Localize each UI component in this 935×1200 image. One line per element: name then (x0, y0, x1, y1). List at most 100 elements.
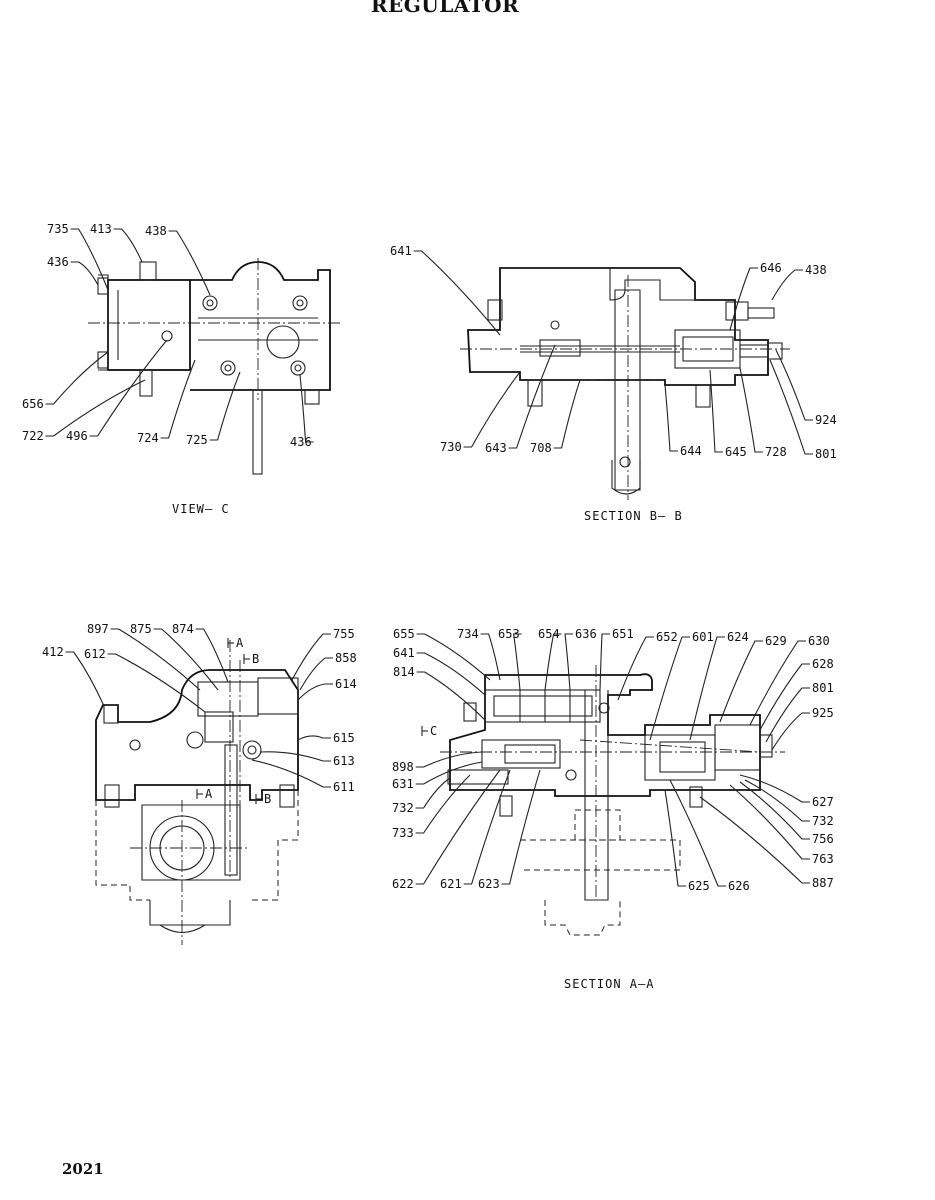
section-mark: B (243, 652, 259, 666)
leader-line (553, 379, 581, 449)
leader-line (739, 781, 810, 840)
leader-line (413, 250, 501, 336)
part-label: 732 (392, 801, 414, 815)
leader-line (299, 374, 314, 443)
page-title: REGULATOR (370, 0, 520, 17)
part-label: 615 (333, 731, 355, 745)
view-caption: VIEW— C (172, 502, 230, 516)
part-label: 898 (392, 760, 414, 774)
part-label: 652 (656, 630, 678, 644)
part-label: 924 (815, 413, 837, 427)
leader-line (110, 628, 201, 691)
leader-line (709, 369, 723, 453)
part-label: 732 (812, 814, 834, 828)
leader-line (297, 683, 333, 701)
part-label: 887 (812, 876, 834, 890)
part-label: 413 (90, 222, 112, 236)
leader-line (113, 228, 143, 263)
part-label: 645 (725, 445, 747, 459)
leader-line (415, 777, 451, 809)
part-label: 656 (22, 397, 44, 411)
part-label: 601 (692, 630, 714, 644)
part-label: 611 (333, 780, 355, 794)
part-label: 496 (66, 429, 88, 443)
leader-line (617, 636, 654, 701)
part-label: 733 (392, 826, 414, 840)
part-label: 654 (538, 627, 560, 641)
part-label: 626 (728, 879, 750, 893)
leader-line (463, 769, 511, 885)
leader-line (564, 633, 573, 691)
leader-line (771, 712, 810, 751)
part-label: 801 (815, 447, 837, 461)
part-label: 644 (680, 444, 702, 458)
part-label: 725 (186, 433, 208, 447)
leader-line (739, 367, 763, 453)
part-label: 651 (612, 627, 634, 641)
leader-line (649, 636, 690, 741)
part-label: 438 (805, 263, 827, 277)
section-mark-label: A (236, 636, 244, 650)
leader-line (65, 651, 105, 707)
section-mark: A (196, 787, 213, 801)
leader-line (749, 640, 806, 726)
part-label: 801 (812, 681, 834, 695)
part-label: 627 (812, 795, 834, 809)
leader-line (501, 769, 541, 885)
leader-line (297, 735, 331, 741)
section-a-a-drawing (440, 665, 785, 936)
part-label: 612 (84, 647, 106, 661)
leader-line (45, 379, 146, 437)
part-label: 628 (812, 657, 834, 671)
part-label: 646 (760, 261, 782, 275)
leader-line (259, 751, 331, 762)
leader-line (765, 687, 810, 743)
part-label: 897 (87, 622, 109, 636)
part-label: 875 (130, 622, 152, 636)
leader-line (160, 359, 196, 439)
part-label: 636 (575, 627, 597, 641)
leader-line (70, 261, 99, 286)
part-label: 730 (440, 440, 462, 454)
section-mark: A (227, 636, 244, 650)
leader-line (599, 633, 610, 691)
leader-line (719, 640, 763, 723)
part-label: 621 (440, 877, 462, 891)
section-mark: B (255, 792, 271, 806)
leader-line (508, 344, 556, 449)
leader-line (729, 784, 810, 860)
leader-line (70, 228, 109, 291)
leader-line (291, 633, 331, 681)
part-label: 708 (530, 441, 552, 455)
leader-line (729, 267, 758, 331)
view-caption: SECTION A—A (564, 977, 654, 991)
section-mark-label: A (205, 787, 213, 801)
leader-line (209, 371, 241, 441)
section-b-b-drawing (460, 267, 790, 500)
leader-line (415, 774, 471, 834)
part-label: 625 (688, 879, 710, 893)
leader-line (415, 769, 501, 885)
leader-line (480, 633, 501, 681)
part-label: 858 (335, 651, 357, 665)
part-label: 412 (42, 645, 64, 659)
section-mark-label: B (264, 792, 271, 806)
part-label: 436 (47, 255, 69, 269)
leader-line (664, 789, 686, 887)
section-mark: C (421, 724, 437, 738)
part-label: 874 (172, 622, 194, 636)
part-label: 630 (808, 634, 830, 648)
part-label: 734 (457, 627, 479, 641)
part-label: 614 (335, 677, 357, 691)
part-label: 728 (765, 445, 787, 459)
leader-line (775, 349, 813, 421)
leader-line (153, 628, 219, 691)
part-label: 755 (333, 627, 355, 641)
part-label: 722 (22, 429, 44, 443)
leader-line (168, 230, 211, 296)
view-caption: SECTION B— B (584, 509, 683, 523)
part-label: 643 (485, 441, 507, 455)
part-label: 735 (47, 222, 69, 236)
